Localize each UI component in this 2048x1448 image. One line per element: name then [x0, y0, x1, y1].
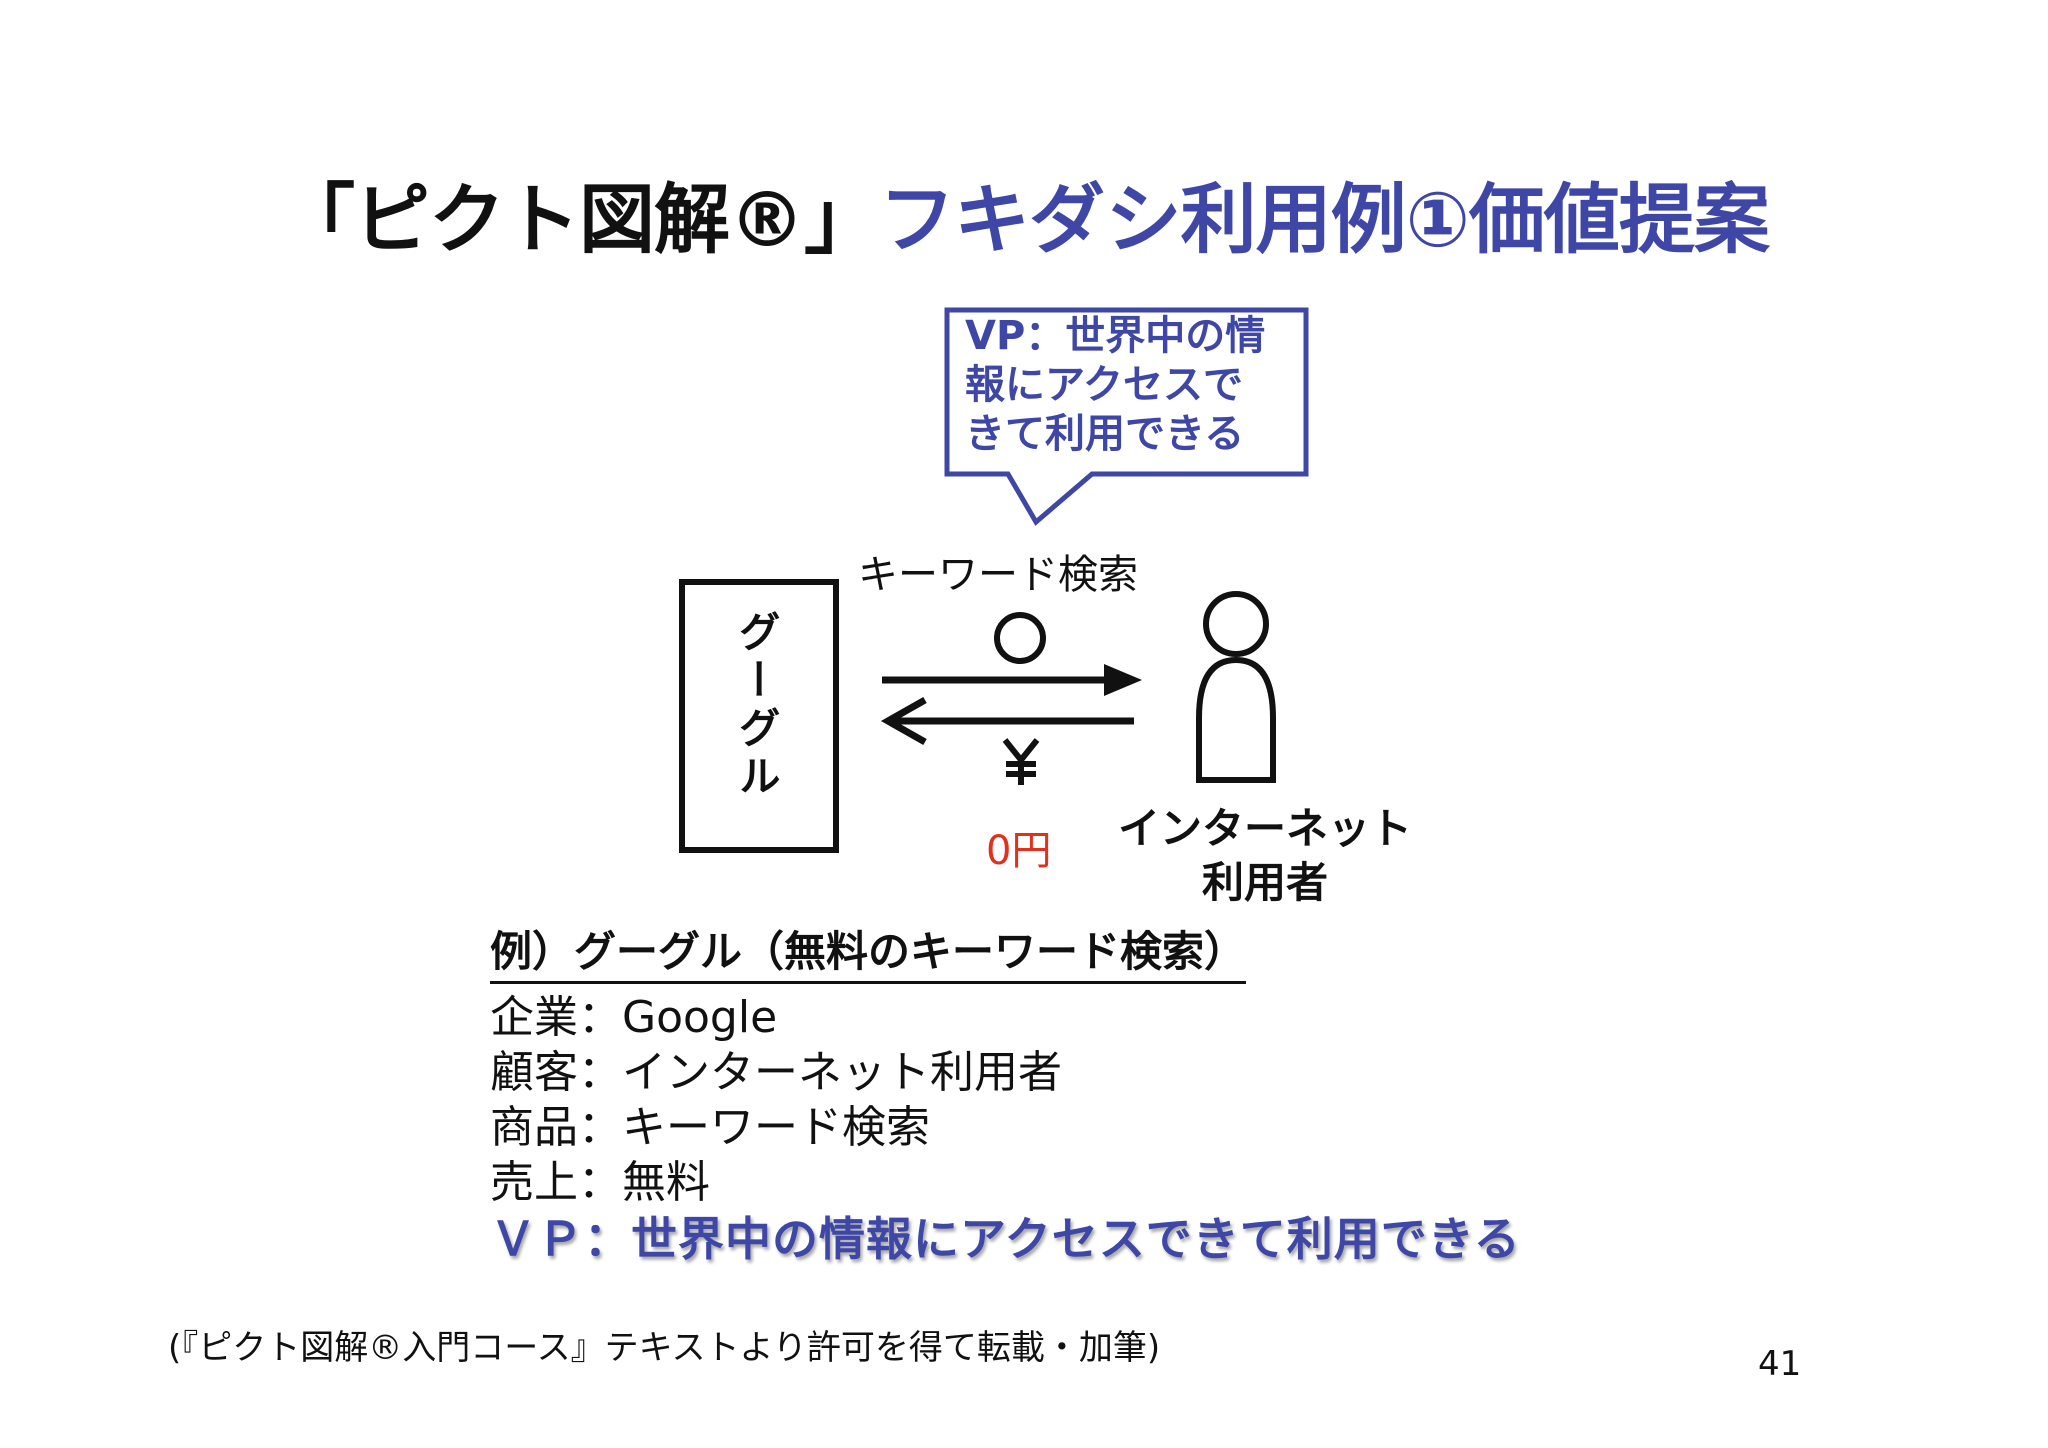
example-line-company: 企業：Google [490, 992, 778, 1043]
customer-label: インターネット 利用者 [1110, 802, 1420, 910]
example-line-revenue: 売上：無料 [490, 1157, 710, 1208]
example-line-product: 商品：キーワード検索 [490, 1102, 930, 1153]
product-circle-icon [994, 612, 1046, 664]
callout-line: 報にアクセスで [965, 362, 1243, 408]
example-block: 例）グーグル（無料のキーワード検索） 企業：Google 顧客：インターネット利… [490, 918, 1690, 1268]
callout-line: VP：世界中の情 [965, 313, 1266, 359]
title-main: 「ピクト図解®」 [279, 175, 880, 264]
company-label: グーグル [732, 610, 781, 802]
page-number: 41 [1758, 1344, 1802, 1384]
example-line-vp: ＶＰ：世界中の情報にアクセスできて利用できる [490, 1212, 1521, 1266]
example-heading: 例）グーグル（無料のキーワード検索） [490, 918, 1247, 984]
title-accent: フキダシ利用例①価値提案 [879, 175, 1770, 264]
footnote: (『ピクト図解®入門コース』テキストより許可を得て転載・加筆) [168, 1328, 1161, 1368]
slide-title: 「ピクト図解®」フキダシ利用例①価値提案 [0, 158, 2048, 268]
customer-label-line: 利用者 [1201, 858, 1328, 907]
person-head-icon [1203, 591, 1269, 657]
right-arrow-head-icon [1104, 664, 1142, 696]
price-label: 0円 [986, 828, 1052, 874]
customer-label-line: インターネット [1117, 804, 1412, 853]
callout-text: VP：世界中の情 報にアクセスで きて利用できる [965, 312, 1315, 459]
example-line-customer: 顧客：インターネット利用者 [490, 1047, 1062, 1098]
person-body-icon [1196, 656, 1276, 783]
left-arrow-head-icon [880, 696, 927, 746]
callout-line: きて利用できる [965, 411, 1245, 457]
yen-icon [1002, 738, 1040, 785]
arrow-top-label: キーワード検索 [858, 552, 1138, 598]
